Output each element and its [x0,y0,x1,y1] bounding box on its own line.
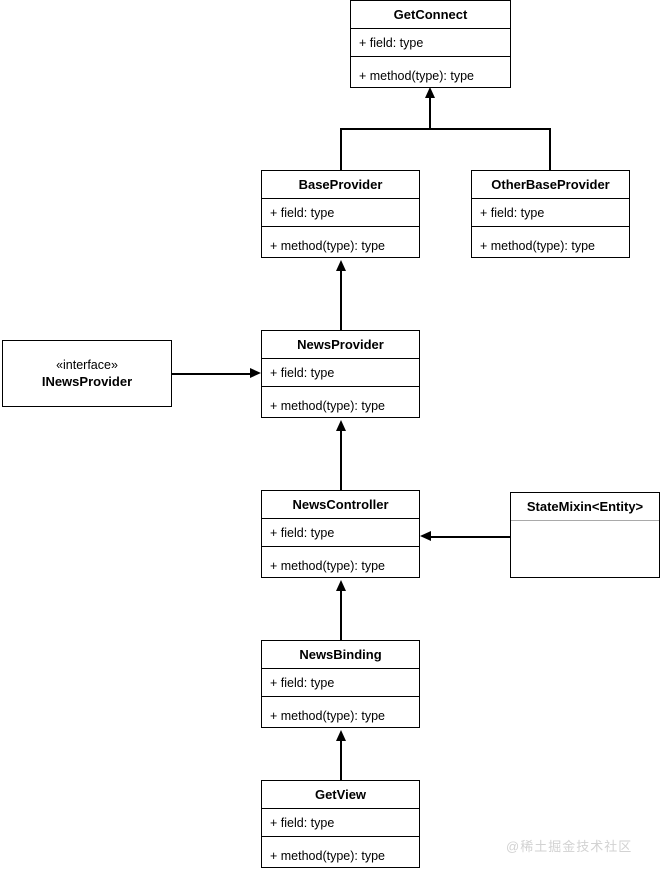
class-field-get-connect: + field: type [351,29,510,57]
connector-newscontroller-to-newsprovider [340,431,342,490]
class-title-news-binding: NewsBinding [262,641,419,669]
connector-bar-to-baseprovider [340,128,342,171]
class-field-other-base-provider: + field: type [472,199,629,227]
class-title-news-controller: NewsController [262,491,419,519]
class-box-news-controller[interactable]: NewsController + field: type + method(ty… [261,490,420,578]
class-box-state-mixin[interactable]: StateMixin<Entity> [510,492,660,578]
class-method-get-view: + method(type): type [270,849,385,863]
class-box-other-base-provider[interactable]: OtherBaseProvider + field: type + method… [471,170,630,258]
class-body-state-mixin [511,521,659,577]
class-method-news-provider: + method(type): type [270,399,385,413]
class-method-other-base-provider: + method(type): type [480,239,595,253]
class-field-base-provider: + field: type [262,199,419,227]
interface-name-label: INewsProvider [41,374,133,389]
arrowhead-to-newscontroller [335,580,346,591]
connector-getconnect-bar [340,128,551,130]
class-field-news-provider: + field: type [262,359,419,387]
watermark-label: @稀土掘金技术社区 [506,839,633,854]
connector-newsbinding-to-newscontroller [340,591,342,640]
connector-bar-to-otherbaseprovider [549,128,551,171]
class-title-get-view: GetView [262,781,419,809]
class-box-base-provider[interactable]: BaseProvider + field: type + method(type… [261,170,420,258]
class-box-get-view[interactable]: GetView + field: type + method(type): ty… [261,780,420,868]
arrowhead-to-getconnect [424,87,435,98]
arrowhead-to-baseprovider [335,260,346,271]
class-title-news-provider: NewsProvider [262,331,419,359]
class-box-news-provider[interactable]: NewsProvider + field: type + method(type… [261,330,420,418]
connector-inewsprovider-to-newsprovider [172,373,251,375]
class-title-base-provider: BaseProvider [262,171,419,199]
arrowhead-to-newsbinding [335,730,346,741]
class-title-other-base-provider: OtherBaseProvider [472,171,629,199]
class-box-inews-provider-interface[interactable]: «interface» INewsProvider [2,340,172,407]
class-method-get-connect: + method(type): type [359,69,474,83]
class-method-base-provider: + method(type): type [270,239,385,253]
class-method-news-controller: + method(type): type [270,559,385,573]
class-field-get-view: + field: type [262,809,419,837]
connector-statemixin-to-newscontroller [430,536,510,538]
arrowhead-to-newsprovider-assoc [250,368,261,378]
class-title-state-mixin: StateMixin<Entity> [511,493,659,521]
class-box-get-connect[interactable]: GetConnect + field: type + method(type):… [350,0,511,88]
connector-getconnect-stem [429,98,431,129]
class-title-get-connect: GetConnect [351,1,510,29]
connector-getview-to-newsbinding [340,741,342,780]
arrowhead-to-newsprovider [335,420,346,431]
interface-stereotype-label: «interface» [56,358,118,372]
class-box-news-binding[interactable]: NewsBinding + field: type + method(type)… [261,640,420,728]
class-method-news-binding: + method(type): type [270,709,385,723]
class-field-news-binding: + field: type [262,669,419,697]
connector-newsprovider-to-baseprovider [340,271,342,330]
class-field-news-controller: + field: type [262,519,419,547]
arrowhead-to-newscontroller-assoc [420,531,431,541]
